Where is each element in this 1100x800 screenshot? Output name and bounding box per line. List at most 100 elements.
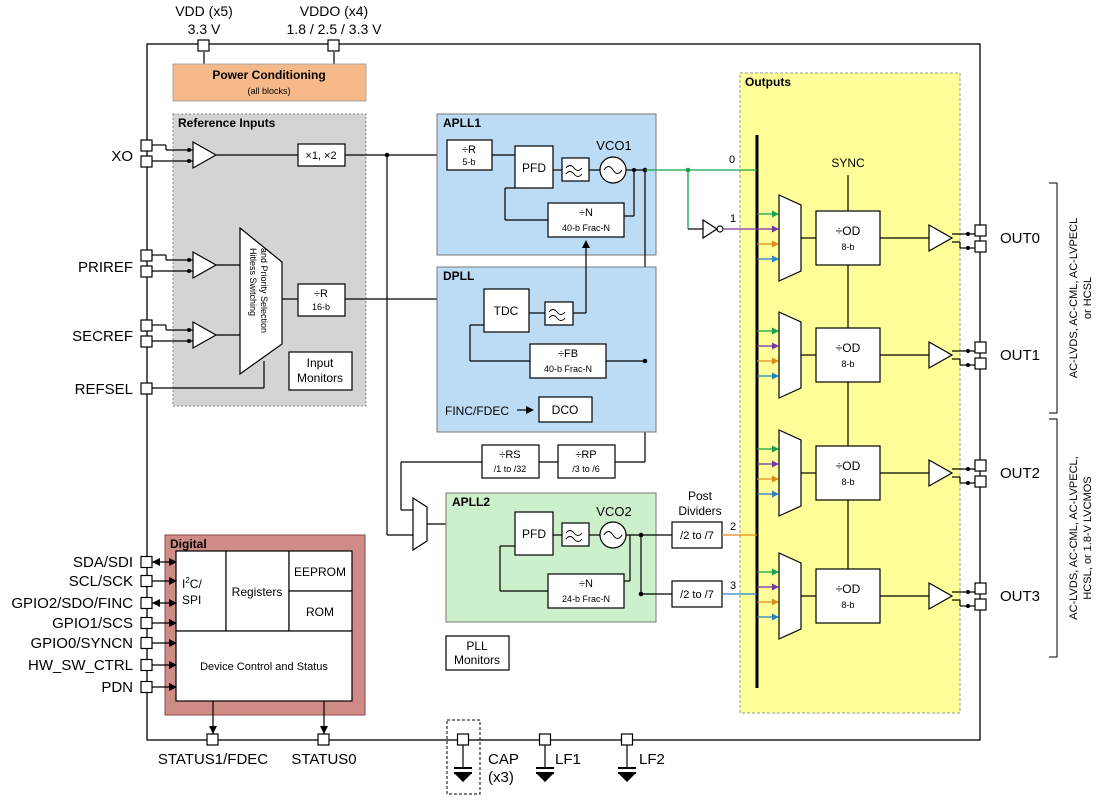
input-monitors-1: Input	[307, 356, 334, 370]
registers-label: Registers	[232, 585, 283, 599]
rp-sub: /3 to /6	[572, 464, 600, 474]
output-mux	[778, 552, 802, 640]
pin-gpio0-label: GPIO0/SYNCN	[30, 635, 133, 652]
bus-2-label: 2	[730, 521, 736, 533]
mux-input-arrow	[772, 568, 779, 576]
pin-sda	[140, 555, 153, 569]
ground-symbol	[455, 774, 471, 782]
rs-label: ÷RS	[499, 449, 520, 461]
pin-priref-b	[140, 265, 153, 278]
pin-pdn	[140, 680, 153, 694]
driver-pos-node	[966, 590, 970, 594]
driver-neg-node	[966, 246, 970, 250]
pin-scl-label: SCL/SCK	[69, 573, 133, 590]
mux-input-arrow	[772, 255, 779, 263]
spi-label: SPI	[182, 593, 201, 607]
mux-input-arrow	[772, 225, 779, 233]
vdd-value: 3.3 V	[188, 21, 221, 37]
apll1-n-label: ÷N	[579, 207, 593, 219]
output-pin-neg	[974, 598, 987, 611]
pin-refsel-label: REFSEL	[75, 381, 133, 398]
format-b-1: AC-LVDS, AC-CML, AC-LVPECL,	[1068, 456, 1080, 619]
post-divider-a	[671, 521, 723, 549]
cap-count: (x3)	[488, 769, 514, 786]
power-conditioning-block	[172, 63, 367, 102]
od-sub: 8-b	[841, 477, 854, 487]
apll2-title: APLL2	[452, 495, 490, 509]
format-brace-a	[1049, 182, 1058, 414]
od-divider	[815, 210, 881, 266]
priref-buffer	[192, 250, 218, 280]
input-monitors-2: Monitors	[297, 371, 343, 385]
pin-scl	[140, 574, 153, 588]
od-label: ÷OD	[836, 582, 861, 596]
digital-pins: SDA/SDISCL/SCKGPIO2/SDO/FINCGPIO1/SCSGPI…	[11, 554, 177, 696]
od-sub: 8-b	[841, 242, 854, 252]
apll2-n-label: ÷N	[579, 578, 593, 590]
format-a-2: or HCSL	[1082, 277, 1094, 319]
mux-input-arrow	[772, 327, 779, 335]
i2c-spi-block	[175, 550, 227, 632]
pin-gpio2-arrow-out	[152, 599, 160, 607]
od-label: ÷OD	[836, 459, 861, 473]
pll-monitors-2: Monitors	[454, 653, 500, 667]
pin-gpio0	[140, 636, 153, 650]
pin-sda-arrow-in	[169, 558, 177, 566]
pin-status0	[317, 733, 330, 746]
format-b-2: HCSL, or 1.8-V LVCMOS	[1082, 476, 1094, 599]
pin-scl-arrow-in	[169, 577, 177, 585]
registers-block	[225, 550, 290, 632]
rs-divider	[481, 444, 540, 479]
cap-label: CAP	[488, 751, 519, 768]
multiplier-label: ×1, ×2	[305, 150, 336, 162]
mux-input-arrow	[772, 445, 779, 453]
pin-gpio1-arrow-in	[169, 619, 177, 627]
i2c-label: I2C/	[182, 576, 202, 591]
post-dividers-title-2: Dividers	[678, 504, 721, 518]
mux-input-arrow	[772, 490, 779, 498]
format-a-1: AC-LVDS, AC-CML, AC-LVPECL	[1068, 218, 1080, 378]
vddo-label: VDDO (x4)	[300, 3, 368, 19]
pin-gpio0-arrow-in	[169, 639, 177, 647]
driver-pos-node	[966, 232, 970, 236]
output-mux	[778, 311, 802, 399]
pin-priref-label: PRIREF	[78, 259, 133, 276]
output-channel-label: OUT2	[1000, 465, 1040, 482]
mux-input-arrow	[772, 357, 779, 365]
pll-monitors-block	[445, 635, 510, 671]
output-driver	[928, 581, 954, 611]
ground-symbol	[619, 774, 635, 782]
apll2-ref-mux	[412, 496, 428, 552]
output-pin-neg	[974, 475, 987, 488]
dpll-fb-divider	[529, 343, 607, 379]
dpll-dco	[538, 396, 593, 423]
pin-priref-a	[140, 249, 153, 262]
power-title: Power Conditioning	[212, 68, 325, 82]
pin-gpio2-label: GPIO2/SDO/FINC	[11, 595, 133, 612]
apll2-n-sub: 24-b Frac-N	[562, 594, 610, 604]
output-pin-pos	[974, 224, 987, 237]
eeprom-label: EEPROM	[294, 565, 346, 579]
device-control-label: Device Control and Status	[200, 661, 328, 673]
apll1-n-sub: 40-b Frac-N	[562, 223, 610, 233]
output-pin-neg	[974, 240, 987, 253]
output-channel-label: OUT3	[1000, 588, 1040, 605]
secref-buffer	[192, 320, 218, 350]
reference-inputs-title: Reference Inputs	[178, 116, 276, 130]
pin-gpio1	[140, 616, 153, 630]
pin-secref-a	[140, 319, 153, 332]
mux-input-arrow	[772, 598, 779, 606]
dpll-fb-sub: 40-b Frac-N	[544, 364, 592, 374]
dpll-tdc	[483, 288, 530, 333]
pin-sda-arrow-out	[152, 558, 160, 566]
pll-monitors-1: PLL	[466, 639, 488, 653]
rp-label: ÷RP	[575, 449, 596, 461]
lf2-label: LF2	[639, 751, 665, 768]
pin-pdn-arrow-in	[169, 683, 177, 691]
pin-xo-a	[140, 139, 153, 152]
outputs-title: Outputs	[745, 75, 791, 89]
mux-label-1: Hitless Switching	[248, 248, 258, 316]
vco2-label: VCO2	[596, 504, 631, 519]
od-label: ÷OD	[836, 224, 861, 238]
